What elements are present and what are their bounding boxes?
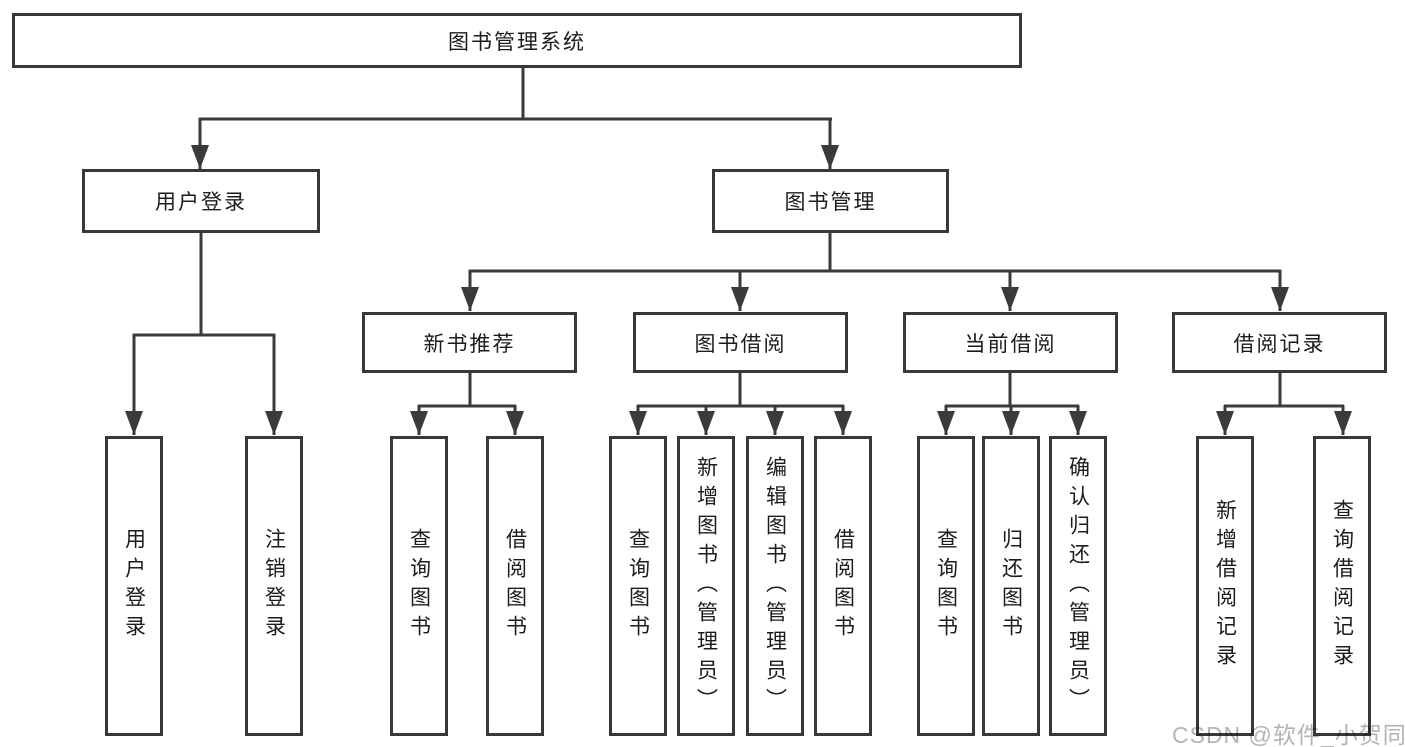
node-user-login: 用户登录: [82, 169, 320, 233]
node-new-book-recommendation: 新书推荐: [362, 312, 577, 373]
node-book-borrowing: 图书借阅: [633, 312, 848, 373]
node-ul-logout: 注销登录: [245, 436, 303, 736]
node-label: 用户登录: [122, 528, 146, 644]
node-br-query-borrow-record: 查询借阅记录: [1313, 436, 1371, 736]
node-label: 图书借阅: [694, 332, 787, 356]
node-label: 查询借阅记录: [1330, 499, 1354, 673]
node-cb-query-books: 查询图书: [917, 436, 975, 736]
node-label: 查询图书: [934, 528, 958, 644]
node-label: 图书管理系统: [448, 30, 586, 54]
node-label: 新增借阅记录: [1213, 499, 1237, 673]
node-label: 当前借阅: [964, 332, 1057, 356]
node-bb-add-books-admin: 新增图书（管理员）: [677, 436, 735, 736]
node-label: 借阅图书: [503, 528, 527, 644]
node-label: 注销登录: [262, 528, 286, 644]
node-label: 新书推荐: [423, 332, 516, 356]
node-br-add-borrow-record: 新增借阅记录: [1196, 436, 1254, 736]
node-label: 借阅记录: [1233, 332, 1326, 356]
csdn-watermark: CSDN @软件_小贺同学: [1172, 722, 1405, 747]
node-label: 新增图书（管理员）: [694, 455, 718, 717]
node-bb-borrow-books: 借阅图书: [814, 436, 872, 736]
node-current-borrowing: 当前借阅: [903, 312, 1118, 373]
node-bb-query-books: 查询图书: [609, 436, 667, 736]
node-label: 图书管理: [784, 191, 877, 214]
node-cb-return-books: 归还图书: [982, 436, 1040, 736]
node-label: 归还图书: [999, 528, 1023, 644]
node-label: 借阅图书: [831, 528, 855, 644]
node-cb-confirm-return-admin: 确认归还（管理员）: [1049, 436, 1107, 736]
node-nb-borrow-books: 借阅图书: [486, 436, 544, 736]
node-book-management: 图书管理: [712, 169, 949, 233]
node-label: 用户登录: [155, 191, 247, 214]
node-nb-query-books: 查询图书: [390, 436, 448, 736]
node-ul-user-login: 用户登录: [105, 436, 163, 736]
node-label: 查询图书: [407, 528, 431, 644]
node-label: 确认归还（管理员）: [1066, 455, 1090, 717]
node-label: 编辑图书（管理员）: [763, 455, 787, 717]
node-library-system: 图书管理系统: [12, 13, 1022, 68]
node-bb-edit-books-admin: 编辑图书（管理员）: [746, 436, 804, 736]
node-borrowing-records: 借阅记录: [1172, 312, 1387, 373]
node-label: 查询图书: [626, 528, 650, 644]
